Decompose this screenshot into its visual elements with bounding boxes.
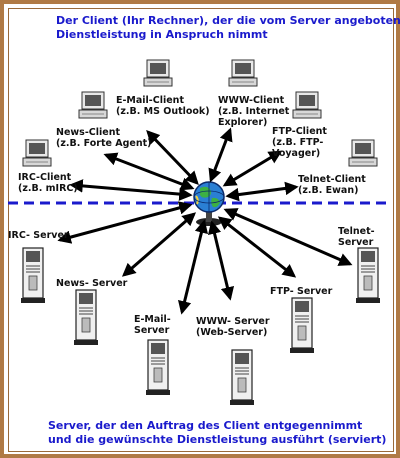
arrow-ftp-server	[217, 216, 297, 278]
irc-server-icon	[20, 247, 46, 304]
email-server-label: E-Mail- Server	[134, 314, 171, 336]
news-client-label: News-Client (z.B. Forte Agent)	[56, 127, 152, 149]
ftp-client-label: FTP-Client (z.B. FTP- Voyager)	[272, 126, 327, 159]
ftp-server-icon	[289, 297, 315, 354]
arrow-news-server	[121, 212, 197, 277]
arrow-www-server	[207, 220, 235, 301]
www-server-icon	[229, 349, 255, 406]
irc-client-computer-icon	[22, 139, 52, 167]
inner-border	[8, 8, 394, 452]
irc-client-label: IRC-Client (z.B. mIRC)	[18, 172, 78, 194]
irc-server-label: IRC- Server	[8, 230, 69, 241]
news-server-icon	[73, 289, 99, 346]
telnet-server-label: Telnet- Server	[338, 226, 375, 248]
www-client-computer-icon	[228, 59, 258, 87]
arrow-www-client	[208, 127, 233, 183]
email-client-computer-icon	[143, 59, 173, 87]
telnet-client-computer-icon	[348, 139, 378, 167]
arrow-irc-client	[69, 179, 193, 201]
ftp-server-label: FTP- Server	[270, 286, 333, 297]
arrow-telnet-server	[223, 208, 353, 266]
email-server-icon	[145, 339, 171, 396]
arrow-email-server	[178, 219, 208, 315]
telnet-server-icon	[355, 247, 381, 304]
news-server-label: News- Server	[56, 278, 128, 289]
arrow-ftp-client	[222, 150, 283, 187]
arrow-news-client	[103, 152, 195, 191]
email-client-label: E-Mail-Client (z.B. MS Outlook)	[116, 95, 210, 117]
server-caption: Server, der den Auftrag des Client entge…	[48, 419, 387, 446]
news-client-computer-icon	[78, 91, 108, 119]
www-client-label: WWW-Client (z.B. Internet Explorer)	[218, 95, 290, 128]
connection-arrows	[57, 127, 353, 315]
telnet-client-label: Telnet-Client (z.B. Ewan)	[298, 174, 366, 196]
arrow-telnet-client	[225, 181, 299, 202]
client-caption: Der Client (Ihr Rechner), der die vom Se…	[56, 14, 400, 41]
ftp-client-computer-icon	[292, 91, 322, 119]
www-server-label: WWW- Server (Web-Server)	[196, 316, 270, 338]
